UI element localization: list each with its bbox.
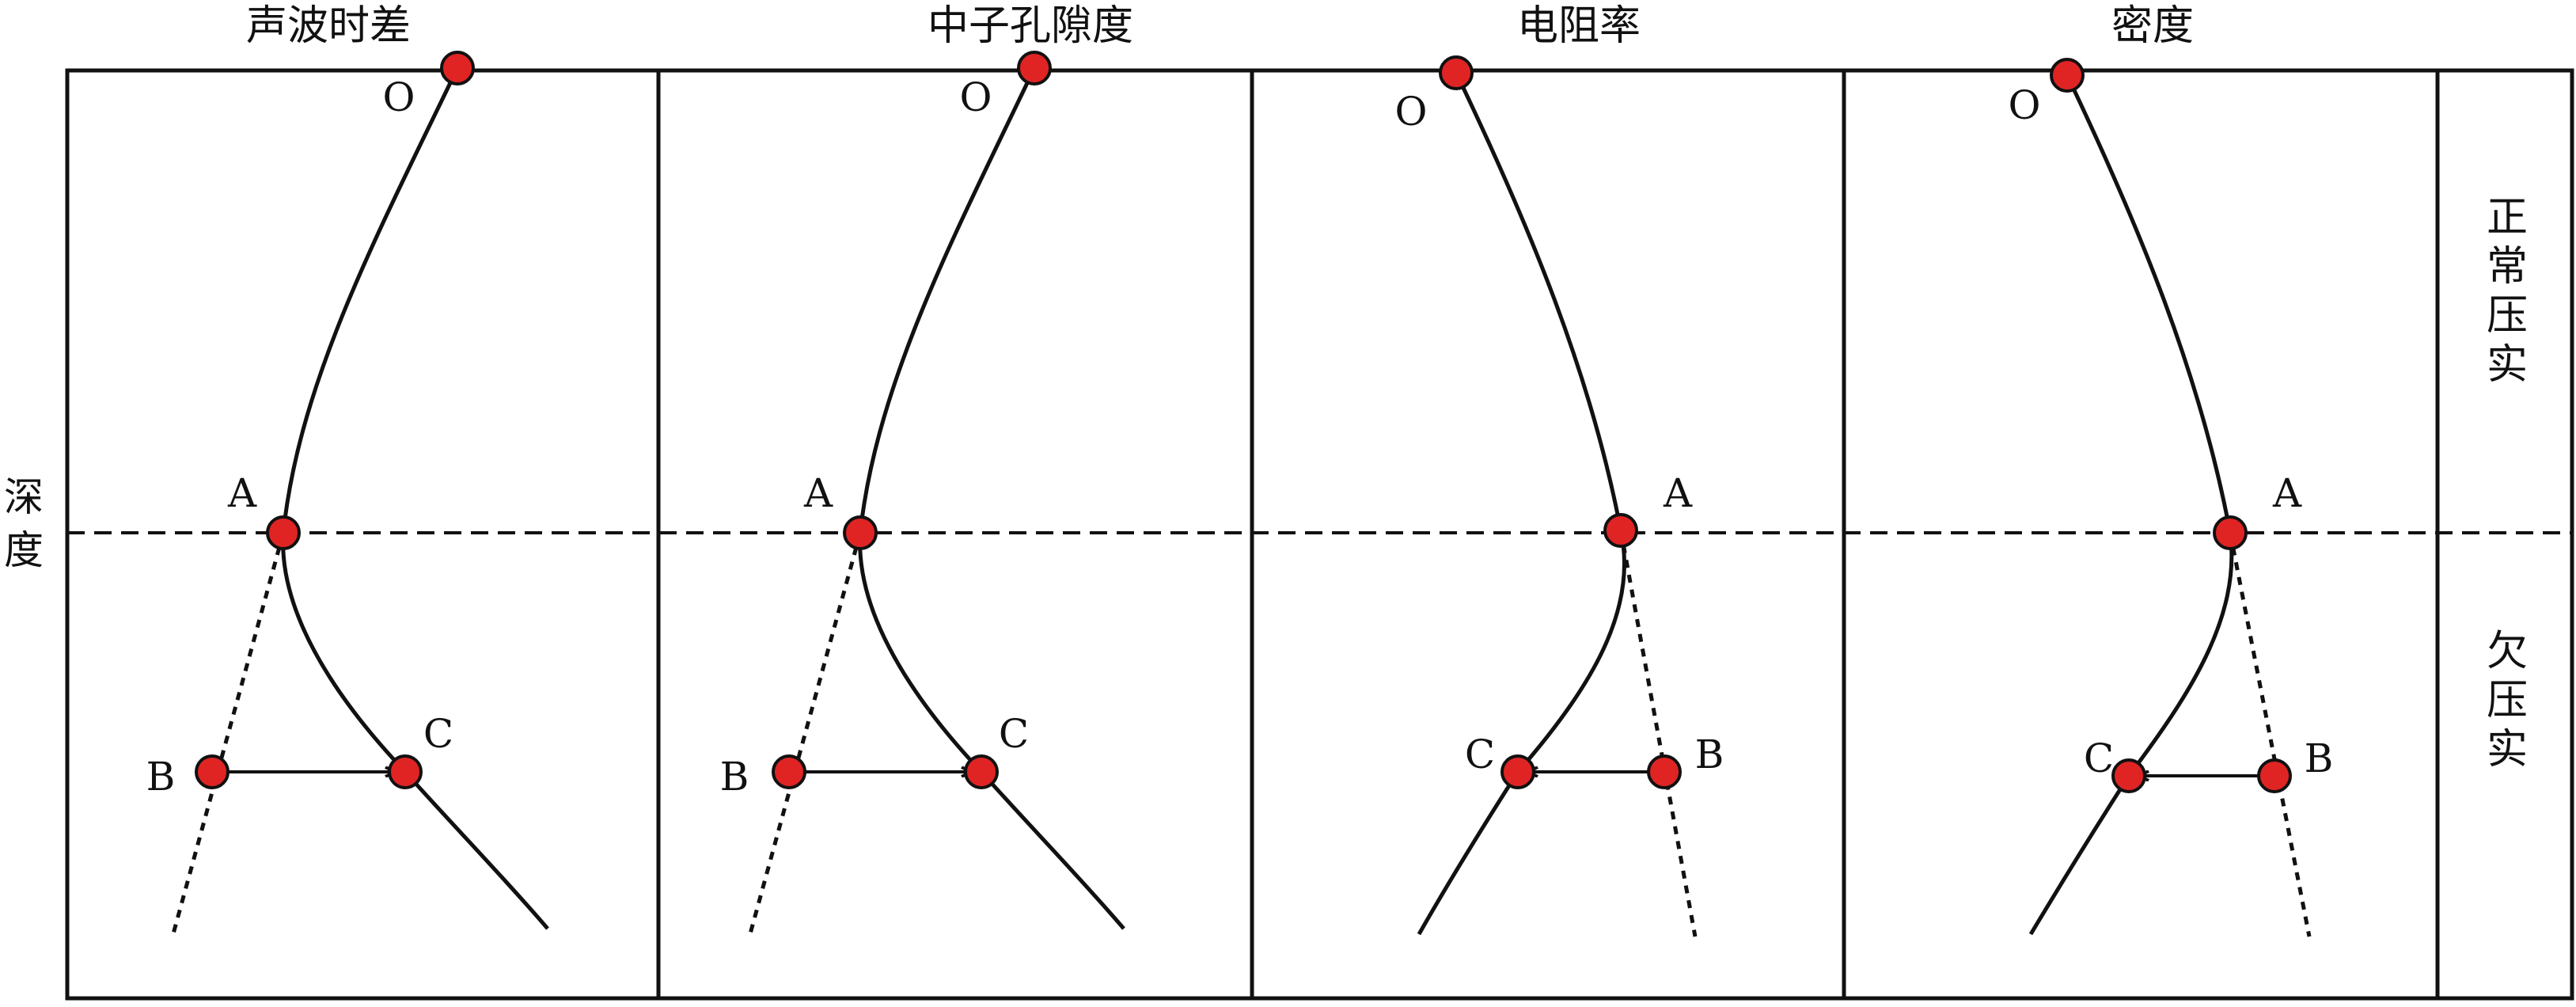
log-panel-acoustic: O A B C xyxy=(146,51,549,937)
point-A xyxy=(1603,513,1638,548)
point-O xyxy=(2050,58,2085,93)
label-B: B xyxy=(1695,732,1724,777)
point-B xyxy=(772,754,806,789)
point-O xyxy=(440,51,475,86)
label-B: B xyxy=(2305,735,2334,781)
point-C xyxy=(1500,754,1535,789)
label-A: A xyxy=(2272,470,2302,516)
zone-normal-char: 压 xyxy=(2487,292,2528,340)
zone-normal-char: 实 xyxy=(2487,341,2528,389)
zone-under-char: 实 xyxy=(2487,726,2528,773)
label-O: O xyxy=(383,74,415,120)
point-C xyxy=(388,754,423,789)
label-C: C xyxy=(2084,735,2114,781)
log-panel-neutron: O A B C xyxy=(720,51,1125,937)
zone-normal-char: 常 xyxy=(2487,243,2528,291)
log-curve xyxy=(858,66,1125,930)
log-title-density: 密度 xyxy=(2111,2,2194,50)
label-A: A xyxy=(803,470,833,516)
label-C: C xyxy=(999,711,1029,757)
normal-trend-line xyxy=(170,532,286,937)
normal-trend-line xyxy=(1618,530,1698,937)
point-O xyxy=(1017,51,1052,86)
label-O: O xyxy=(2009,82,2041,128)
log-curve xyxy=(1417,71,1626,936)
label-A: A xyxy=(1663,470,1693,516)
zone-label-under: 欠压实 xyxy=(2487,628,2528,773)
point-B xyxy=(195,754,230,789)
zone-under-char: 欠 xyxy=(2487,628,2528,675)
point-C xyxy=(964,754,999,789)
normal-trend-line xyxy=(2228,532,2312,937)
point-A xyxy=(843,515,878,550)
label-O: O xyxy=(960,74,992,120)
log-title-acoustic: 声波时差 xyxy=(246,2,411,50)
label-O: O xyxy=(1395,89,1428,135)
point-C xyxy=(2111,758,2146,793)
point-B xyxy=(1647,754,1682,789)
depth-label-char-2: 度 xyxy=(4,527,44,573)
label-B: B xyxy=(146,754,176,800)
log-title-resistivity: 电阻率 xyxy=(1517,2,1641,50)
log-curve xyxy=(2028,74,2234,936)
depth-label-char-1: 深 xyxy=(4,474,44,520)
label-B: B xyxy=(720,754,749,800)
log-panel-resistivity: O A B C xyxy=(1395,55,1724,937)
zone-normal-char: 正 xyxy=(2487,194,2528,241)
point-A xyxy=(2213,515,2248,550)
point-A xyxy=(266,515,301,550)
log-panel-density: O A B C xyxy=(2009,58,2334,937)
log-title-neutron: 中子孔隙度 xyxy=(928,2,1133,50)
label-C: C xyxy=(423,711,453,757)
point-B xyxy=(2257,758,2292,793)
zone-under-char: 压 xyxy=(2487,677,2528,724)
normal-trend-line xyxy=(747,532,863,937)
point-O xyxy=(1439,55,1474,90)
label-C: C xyxy=(1465,732,1495,777)
label-A: A xyxy=(227,470,257,516)
log-curve xyxy=(281,66,549,930)
